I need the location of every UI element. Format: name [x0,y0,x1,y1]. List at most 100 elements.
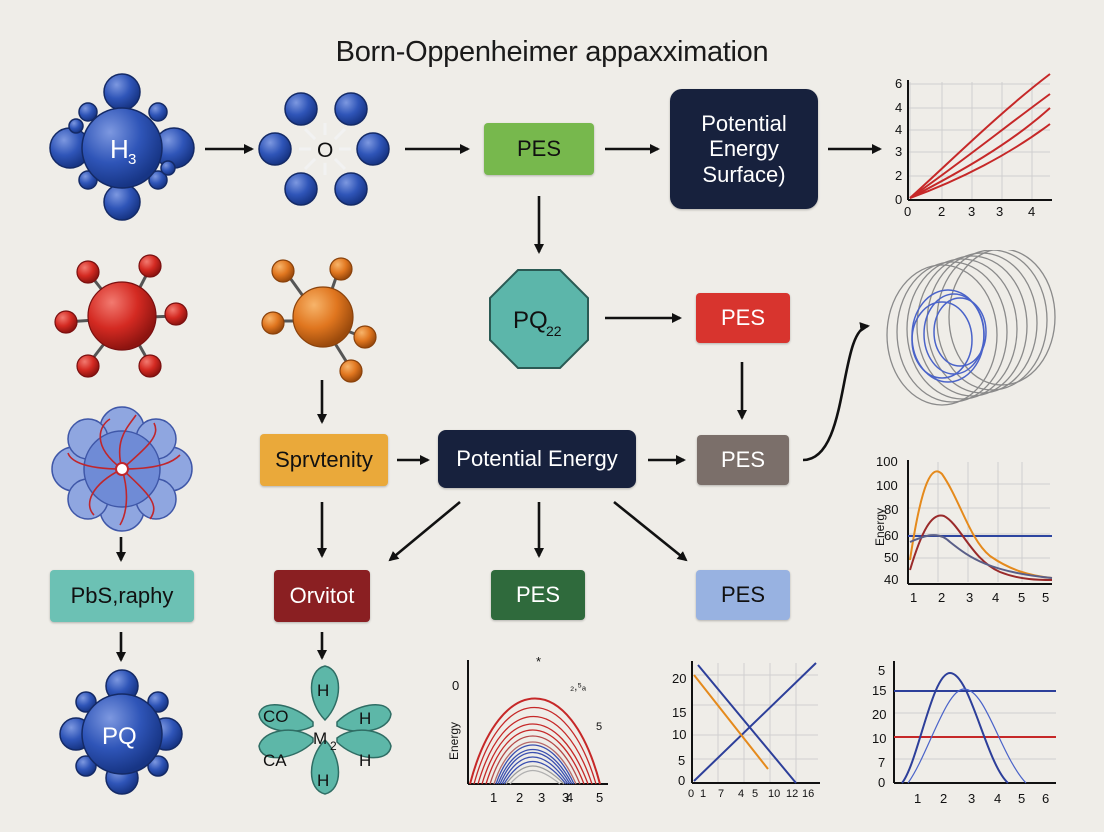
chart5-xtick: 4 [994,791,1001,806]
petal-top [310,665,340,722]
pes-box-line3: Surface) [702,161,786,187]
pes-red-box[interactable]: PES [696,293,790,343]
chart4-series-orange [693,674,769,770]
chart1-ytick: 0 [895,192,902,207]
chart4-ytick: 10 [672,727,686,742]
arrow-gray-to-coil [802,322,870,462]
chart2-ytick: 50 [884,550,898,565]
petal-upper-right [336,704,392,733]
chart1-ytick: 3 [895,144,902,159]
chart3-xtick: 3 [562,790,569,805]
chart2-series-slate [909,534,1053,579]
chart2-series-darkred [909,514,1053,581]
potential-energy-surface-box[interactable]: Potential Energy Surface) [670,89,818,209]
petal-bottom [310,738,340,795]
h3-label: H [110,134,129,164]
chart4-xtick: 4 [738,788,744,800]
chart4-series-navy-up [693,662,817,782]
chart5-ytick: 15 [872,683,886,698]
chart4-xtick: 7 [718,788,724,800]
atom-flower [51,406,193,532]
pq-label: PQ [102,723,137,750]
petal-upper-left [258,704,314,733]
pq22-octagon[interactable]: PQ 22 [488,268,590,370]
pes-box-line1: Potential [701,111,787,137]
petal-label: H [317,771,329,790]
chart4-xtick: 16 [802,788,814,800]
page-title: Born-Oppenheimer appaxximation [335,36,769,68]
chart5-ytick: 10 [872,731,886,746]
chart1-xtick: 3 [968,204,975,219]
chart3-xtick: 2 [516,790,523,805]
chart1-series-2 [909,93,1051,199]
chart3-xtick: 4 [566,790,573,805]
chart-top-right: 6 4 4 3 2 0 0 2 3 3 4 [895,73,1052,219]
chart3-ytick: 0 [452,678,459,693]
chart2-xtick: 5 [1018,590,1025,605]
sprvtenity-box[interactable]: Sprvtenity [260,434,388,486]
potential-energy-box[interactable]: Potential Energy [438,430,636,488]
petal-label: H [359,709,371,728]
chart2-series-orange [909,470,1053,579]
m2-label: M [313,729,327,748]
pes-gray-box[interactable]: PES [697,435,789,485]
chart4-xtick: 10 [768,788,780,800]
arrow-pe-to-orvitot [388,500,461,562]
chart5-series-thin-bell [907,688,1027,784]
chart2-xtick: 4 [992,590,999,605]
chart1-ytick: 4 [895,122,902,137]
h3-molecule: H 3 [49,73,195,221]
chart1-xtick: 3 [996,204,1003,219]
chart2-xtick: 2 [938,590,945,605]
chart1-xtick: 0 [904,204,911,219]
chart4-ytick: 0 [678,773,685,788]
chart2-ytick: 80 [884,502,898,517]
chart4-xtick: 12 [786,788,798,800]
chart4-ytick: 15 [672,705,686,720]
pes-green-box[interactable]: PES [484,123,594,175]
arrow-pe-to-pes-lightblue [613,500,688,562]
chart3-ylabel: Energy [447,722,461,760]
chart4-series-navy-down [697,664,797,784]
chart5-ytick: 5 [878,663,885,678]
chart3-xtick: 1 [490,790,497,805]
chart-crossing-lines: 20 15 10 5 0 0 1 7 4 5 10 12 16 [672,661,820,800]
chart5-xtick: 2 [940,791,947,806]
chart3-xtick: 3 [538,790,545,805]
chart4-xtick: 1 [700,788,706,800]
m2-subscript: 2 [330,739,337,753]
pes-darkgreen-box[interactable]: PES [491,570,585,620]
chart3-annotation: * [536,654,541,669]
chart-energy-right: Energy 100 100 80 60 50 40 1 2 3 4 5 5 [873,454,1053,605]
chart1-xtick: 4 [1028,204,1035,219]
pes-lightblue-box[interactable]: PES [696,570,790,620]
chart5-ytick: 0 [878,775,885,790]
pes-box-line2: Energy [709,136,779,162]
chart1-series-1 [909,73,1051,199]
pbsraphy-box[interactable]: PbS,raphy [50,570,194,622]
chart1-ytick: 2 [895,168,902,183]
orvitot-box[interactable]: Orvitot [274,570,370,622]
chart2-ytick: 40 [884,572,898,587]
chart4-xtick: 5 [752,788,758,800]
orange-molecule [261,257,377,383]
chart-gaussian: 5 15 20 10 7 0 1 2 3 4 5 6 [872,661,1056,806]
chart1-xtick: 2 [938,204,945,219]
chart4-ytick: 5 [678,753,685,768]
chart1-series-4 [909,123,1051,199]
chart5-xtick: 5 [1018,791,1025,806]
petal-label: H [359,751,371,770]
chart3-xtick: 5 [596,790,603,805]
chart5-xtick: 6 [1042,791,1049,806]
chart2-ytick: 100 [876,454,898,469]
chart2-ytick: 100 [876,478,898,493]
chart2-ylabel: Energy [873,508,887,546]
chart2-xtick: 1 [910,590,917,605]
h3-subscript: 3 [128,151,136,168]
chart5-ytick: 7 [878,755,885,770]
chart5-ytick: 20 [872,707,886,722]
chart1-ytick: 4 [895,100,902,115]
red-molecule [54,254,188,378]
pq-molecule: PQ [59,669,183,795]
